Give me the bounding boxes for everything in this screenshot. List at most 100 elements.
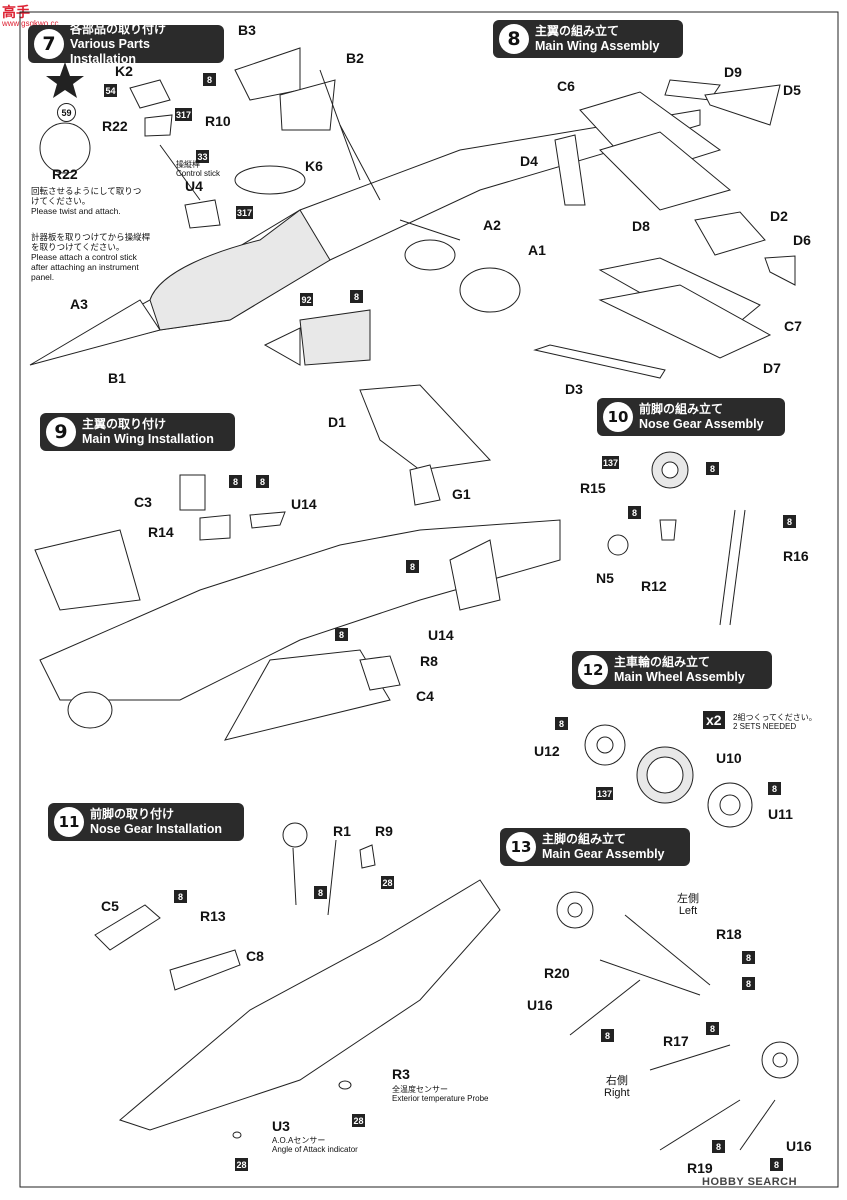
part-label: U14 — [428, 627, 454, 643]
paint-code: 28 — [381, 876, 394, 889]
note-twist-jp: 回転させるようにして取りつけてください。 — [31, 186, 142, 206]
paint-code: 137 — [596, 787, 614, 800]
part-label: R22 — [102, 118, 128, 134]
part-label: N5 — [596, 570, 614, 586]
step-13-title-en: Main Gear Assembly — [542, 847, 665, 861]
paint-code: 8 — [335, 628, 348, 641]
part-label: U3 — [272, 1118, 290, 1134]
sets-needed-jp: 2組つくってください。 — [733, 713, 817, 722]
part-label: A2 — [483, 217, 501, 233]
part-label: D6 — [793, 232, 811, 248]
part-label: U12 — [534, 743, 560, 759]
part-label: R15 — [580, 480, 606, 496]
r3-caption-en: Exterior temperature Probe — [392, 1094, 489, 1103]
right-side-en: Right — [604, 1087, 630, 1099]
paint-code: 8 — [768, 782, 781, 795]
control-stick-callout: 操縦桿 Control stick — [176, 160, 220, 178]
paint-code: 8 — [229, 475, 242, 488]
multiplier-badge: x2 — [703, 711, 725, 729]
part-label: R12 — [641, 578, 667, 594]
step-12-number: 12 — [578, 655, 608, 685]
part-label: R13 — [200, 908, 226, 924]
part-label: R1 — [333, 823, 351, 839]
part-label: A1 — [528, 242, 546, 258]
step-12-title-jp: 主車輪の組み立て — [614, 655, 711, 669]
step-8-header: 8 主翼の組み立て Main Wing Assembly — [493, 20, 683, 58]
note-stick-en: Please attach a control stick after atta… — [31, 252, 139, 282]
u3-caption: A.O.Aセンサー Angle of Attack indicator — [272, 1136, 358, 1154]
step-7-title-en: Various Parts Installation — [70, 36, 150, 66]
paint-code: 8 — [706, 462, 719, 475]
part-label: D9 — [724, 64, 742, 80]
part-label: B1 — [108, 370, 126, 386]
note-stick-jp: 計器板を取りつけてから操縦桿を取りつけてください。 — [31, 232, 151, 252]
paint-code: 33 — [196, 150, 209, 163]
step-12-title-en: Main Wheel Assembly — [614, 670, 745, 684]
paint-code: 8 — [742, 977, 755, 990]
step-13-number: 13 — [506, 832, 536, 862]
part-label: R19 — [687, 1160, 713, 1176]
hobby-search-logo: HOBBY SEARCH — [702, 1176, 798, 1188]
paint-code: 92 — [300, 293, 313, 306]
part-label: C6 — [557, 78, 575, 94]
paint-code: 8 — [174, 890, 187, 903]
step-8-title-en: Main Wing Assembly — [535, 39, 660, 53]
part-label: D2 — [770, 208, 788, 224]
part-label: D4 — [520, 153, 538, 169]
r3-caption: 全温度センサー Exterior temperature Probe — [392, 1085, 489, 1103]
part-label: A3 — [70, 296, 88, 312]
note-control-stick: 計器板を取りつけてから操縦桿を取りつけてください。 Please attach … — [31, 232, 151, 282]
paint-code: 8 — [770, 1158, 783, 1171]
sets-needed-en: 2 SETS NEEDED — [733, 722, 797, 731]
part-label: U11 — [768, 806, 793, 822]
part-label: R14 — [148, 524, 174, 540]
part-label: G1 — [452, 486, 471, 502]
part-label: D7 — [763, 360, 781, 376]
paint-code: 8 — [256, 475, 269, 488]
paint-code: 317 — [236, 206, 254, 219]
step-13-header: 13 主脚の組み立て Main Gear Assembly — [500, 828, 690, 866]
paint-code: 8 — [350, 290, 363, 303]
part-label: C5 — [101, 898, 119, 914]
part-label: R8 — [420, 653, 438, 669]
paint-code: 28 — [235, 1158, 248, 1171]
part-label: B3 — [238, 22, 256, 38]
note-twist: 回転させるようにして取りつけてください。 Please twist and at… — [31, 186, 143, 216]
paint-code: 8 — [706, 1022, 719, 1035]
paint-code: 8 — [406, 560, 419, 573]
step-9-number: 9 — [46, 417, 76, 447]
step-9-title-en: Main Wing Installation — [82, 432, 214, 446]
paint-code: 137 — [602, 456, 620, 469]
part-label: R3 — [392, 1066, 410, 1082]
paint-code: 8 — [601, 1029, 614, 1042]
step-11-title-jp: 前脚の取り付け — [90, 807, 175, 821]
part-label: D1 — [328, 414, 346, 430]
part-label: D5 — [783, 82, 801, 98]
part-label: R20 — [544, 965, 570, 981]
part-label: R17 — [663, 1033, 689, 1049]
step-10-title-en: Nose Gear Assembly — [639, 417, 764, 431]
u3-caption-jp: A.O.Aセンサー — [272, 1136, 326, 1145]
part-label: D8 — [632, 218, 650, 234]
step-13-title-jp: 主脚の組み立て — [542, 832, 627, 846]
paint-code: 8 — [712, 1140, 725, 1153]
step-7-number: 7 — [34, 29, 64, 59]
paint-code: 8 — [628, 506, 641, 519]
paint-code: 54 — [104, 84, 117, 97]
right-side-jp: 右側 — [605, 1075, 628, 1087]
step-7-title-jp: 各部品の取り付け — [70, 21, 167, 36]
part-label: R18 — [716, 926, 742, 942]
paint-code: 8 — [203, 73, 216, 86]
paint-code: 8 — [783, 515, 796, 528]
control-stick-jp: 操縦桿 — [176, 160, 200, 169]
left-side-jp: 左側 — [677, 893, 699, 905]
part-label: U4 — [185, 178, 203, 194]
part-label: D3 — [565, 381, 583, 397]
step-9-header: 9 主翼の取り付け Main Wing Installation — [40, 413, 235, 451]
paint-code: 28 — [352, 1114, 365, 1127]
sets-needed-note: 2組つくってください。 2 SETS NEEDED — [733, 713, 817, 731]
part-label: U16 — [527, 997, 553, 1013]
paint-code: 8 — [555, 717, 568, 730]
r3-caption-jp: 全温度センサー — [392, 1085, 448, 1094]
